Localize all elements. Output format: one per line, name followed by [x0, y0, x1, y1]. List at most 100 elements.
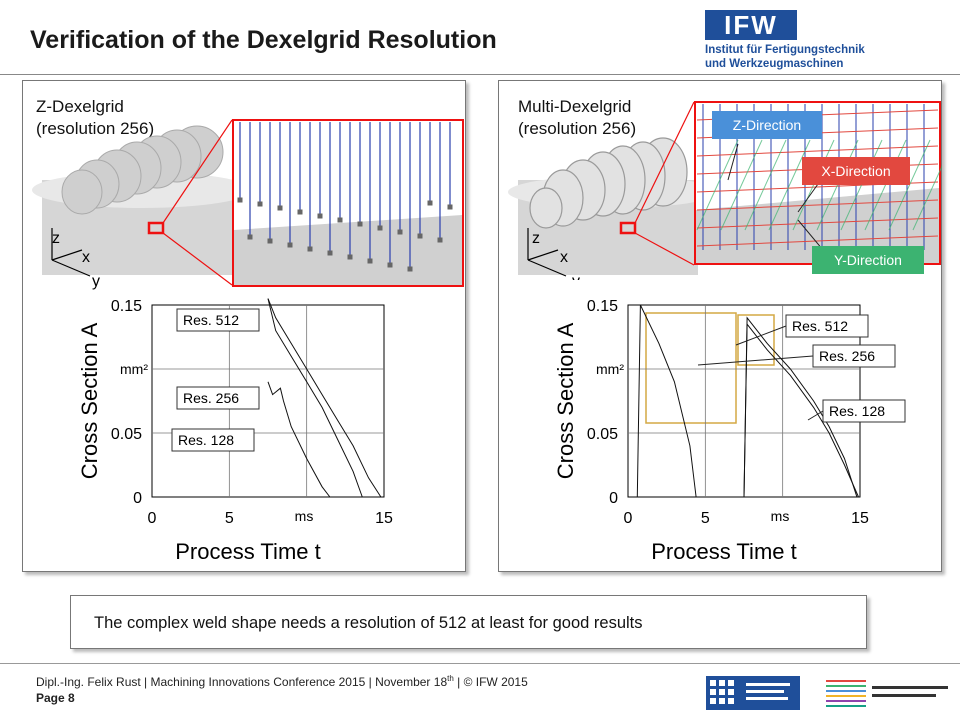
x-dexel	[696, 145, 939, 157]
series-label: Res. 128	[178, 432, 234, 448]
right-chart-xlabel: Process Time t	[651, 539, 796, 564]
dexel-end	[377, 225, 383, 231]
dexel-end	[387, 262, 393, 268]
x-tick-label: 15	[851, 510, 869, 527]
series-label-box	[785, 314, 869, 338]
series-label: Res. 128	[829, 403, 885, 419]
left-axis-triad	[51, 228, 91, 277]
y-direction-label: Y-Direction	[812, 246, 924, 274]
right-chart-yunit: mm²	[596, 361, 624, 377]
left-chart-yunit: mm²	[120, 361, 148, 377]
dexel-end	[447, 204, 453, 210]
right-panel-label-1: Multi-Dexelgrid	[518, 97, 632, 116]
series-line	[743, 316, 858, 498]
series-label-box	[176, 386, 260, 410]
x-dexel	[696, 199, 939, 211]
y-dexel	[744, 139, 787, 231]
left-dexel-zoom	[232, 119, 464, 287]
footer-author: Dipl.-Ing. Felix Rust | Machining Innova…	[36, 675, 448, 689]
dexel-end	[357, 221, 363, 227]
x-tick-label: 0	[148, 510, 157, 527]
footer-rest: | © IFW 2015	[453, 675, 528, 689]
right-weld-render	[508, 101, 718, 275]
left-chart-ticks: 0 5 15 0 0.05 0.15	[111, 298, 393, 527]
dexel-end	[347, 254, 353, 260]
ifw-logo: IFW	[705, 10, 797, 40]
series-line	[636, 304, 697, 498]
dexel-end	[327, 250, 333, 256]
right-chart-zoom-insets	[645, 312, 775, 424]
y-tick-label: 0.05	[587, 426, 618, 443]
footer-divider	[0, 663, 960, 664]
left-chart-xunit: ms	[295, 508, 314, 524]
series-line	[743, 322, 859, 498]
series-label-leader	[697, 355, 814, 366]
zoom-inset-2	[737, 314, 775, 366]
dexel-end	[407, 266, 413, 272]
dexel-end	[277, 205, 283, 211]
series-label-box	[176, 308, 260, 332]
y-dexel	[888, 139, 931, 231]
page-number: Page 8	[36, 691, 75, 705]
y-dexel	[864, 139, 907, 231]
right-chart-series	[636, 304, 859, 498]
left-weld-render	[32, 119, 252, 286]
left-chart-series	[267, 298, 382, 498]
series-label: Res. 256	[819, 348, 875, 364]
x-tick-label: 5	[225, 510, 234, 527]
y-tick-label: 0	[133, 490, 142, 507]
dexel-end	[417, 233, 423, 239]
x-dexel	[696, 217, 939, 229]
conclusion-text: The complex weld shape needs a resolutio…	[94, 614, 643, 632]
dexel-end	[397, 229, 403, 235]
series-line	[267, 298, 363, 498]
dexel-end	[367, 258, 373, 264]
institute-name-line2: und Werkzeugmaschinen	[705, 58, 844, 70]
y-dexel	[840, 139, 883, 231]
y-tick-label: 0.05	[111, 426, 142, 443]
institute-name-line1: Institut für Fertigungstechnik	[705, 44, 865, 56]
dexel-end	[237, 197, 243, 203]
right-axis-triad	[527, 228, 567, 277]
y-tick-label: 0	[609, 490, 618, 507]
dexel-end	[247, 234, 253, 240]
dexel-end	[307, 246, 313, 252]
dexel-end	[257, 201, 263, 207]
dexel-end	[267, 238, 273, 244]
y-tick-label: 0.15	[111, 298, 142, 315]
header-divider	[0, 74, 960, 75]
x-tick-label: 15	[375, 510, 393, 527]
left-axis-x: x	[82, 249, 90, 266]
slide-title: Verification of the Dexelgrid Resolution	[30, 26, 497, 54]
y-dexel	[720, 139, 763, 231]
y-dexel	[768, 139, 811, 231]
y-dexel	[816, 139, 859, 231]
dexel-end	[337, 217, 343, 223]
series-label: Res. 512	[183, 312, 239, 328]
y-dexel	[696, 139, 739, 231]
left-figure: z x y	[32, 119, 464, 290]
x-dexel	[696, 235, 939, 247]
left-panel-label-1: Z-Dexelgrid	[36, 97, 124, 116]
ptz-logo	[826, 680, 948, 707]
z-direction-label: Z-Direction	[712, 111, 822, 139]
series-label-leader	[807, 410, 824, 421]
right-chart-xunit: ms	[771, 508, 790, 524]
conclusion-box	[70, 595, 867, 649]
left-axis-z: z	[52, 230, 60, 247]
series-label-leader	[735, 325, 787, 346]
footer-sup: th	[447, 674, 454, 683]
right-chart-ylabel: Cross Section A	[553, 322, 578, 479]
right-panel-label-2: (resolution 256)	[518, 119, 637, 138]
footer-credit: Dipl.-Ing. Felix Rust | Machining Innova…	[36, 674, 528, 689]
dexel-end	[297, 209, 303, 215]
series-line	[267, 381, 331, 498]
right-axis-y: y	[572, 273, 580, 280]
series-label-box	[171, 428, 255, 452]
zoom-inset-1	[645, 312, 737, 424]
dexel-end	[287, 242, 293, 248]
